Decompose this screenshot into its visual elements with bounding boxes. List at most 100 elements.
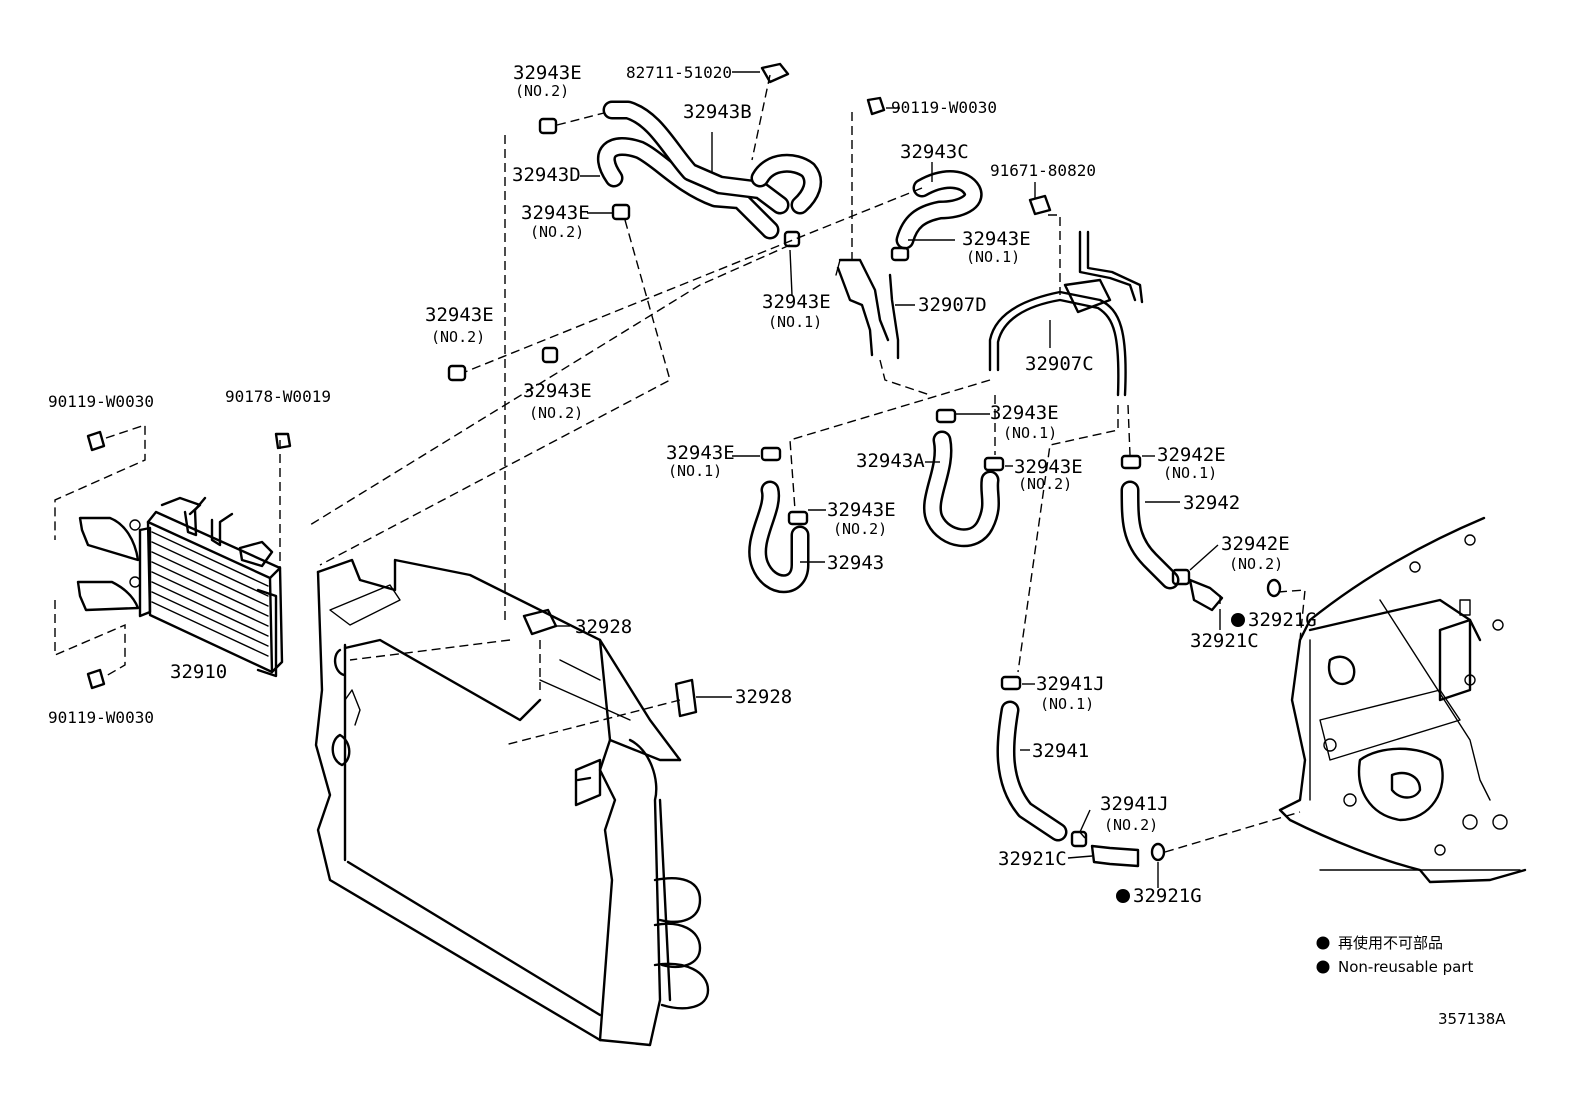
label-no1: (NO.1)	[966, 248, 1020, 266]
label-32943E-no2-e: 32943E	[425, 304, 494, 326]
label-no1: (NO.1)	[668, 462, 722, 480]
legend-dot-icon	[1316, 936, 1330, 950]
label-32942E-no2: 32942E	[1221, 533, 1290, 555]
non-reusable-dot-icon	[1231, 613, 1245, 627]
bolt-icon	[86, 668, 106, 690]
label-90119-W0030-top: 90119-W0030	[891, 98, 997, 117]
pipe-32907D	[835, 258, 900, 360]
clamp-icon	[787, 510, 809, 526]
bracket-icon	[674, 678, 698, 718]
clamp-icon	[538, 117, 558, 135]
clamp-icon	[760, 446, 782, 462]
legend-english: Non-reusable part	[1338, 958, 1473, 976]
label-32910: 32910	[170, 661, 227, 683]
radiator-assembly	[314, 558, 710, 1047]
legend-dot-icon	[1316, 960, 1330, 974]
leader-lines	[554, 71, 1221, 888]
hose-32943C	[895, 170, 983, 250]
label-32943C: 32943C	[900, 141, 969, 163]
bolt-icon	[1028, 194, 1052, 216]
label-32921G-lower: 32921G	[1133, 885, 1202, 907]
label-90178-W0019: 90178-W0019	[225, 387, 331, 406]
hose-32943D	[596, 137, 780, 240]
clamp-icon	[541, 346, 559, 364]
label-32943E-no1-c: 32943E	[962, 228, 1031, 250]
label-32943E-no1-d: 32943E	[762, 291, 831, 313]
hose-32943B	[602, 100, 822, 215]
label-no2: (NO.2)	[833, 520, 887, 538]
connection-lines	[54, 74, 1306, 853]
clamps	[447, 117, 1191, 848]
bracket-icon	[522, 608, 558, 636]
label-no2: (NO.2)	[431, 328, 485, 346]
clamp-icon	[890, 246, 910, 262]
clamp-icon	[1171, 568, 1191, 586]
transmission-case	[1278, 516, 1527, 884]
label-32941J-no2: 32941J	[1100, 793, 1169, 815]
fitting-icon	[1188, 578, 1224, 612]
label-32943E-no2-top: 32943E	[513, 62, 582, 84]
label-32943E-no2-i: 32943E	[1014, 456, 1083, 478]
clamp-icon	[1000, 675, 1022, 691]
clamp-icon	[1070, 830, 1088, 848]
clamp-icon	[1120, 454, 1142, 470]
label-32943E-no2-k: 32943E	[827, 499, 896, 521]
fasteners	[86, 62, 1282, 868]
fitting-icon	[1090, 844, 1140, 868]
hose-32942	[1120, 480, 1180, 590]
part-labels: 32943E (NO.2) 82711-51020 32943B 32943D …	[48, 62, 1317, 907]
label-no2: (NO.2)	[515, 82, 569, 100]
label-32943E-no2-clamp: 32943E	[521, 202, 590, 224]
label-32928-left: 32928	[575, 616, 632, 638]
label-32907D: 32907D	[918, 294, 987, 316]
clamp-icon	[447, 364, 467, 382]
label-32907C: 32907C	[1025, 353, 1094, 375]
legend: 再使用不可部品 Non-reusable part	[1316, 934, 1473, 976]
label-32943D: 32943D	[512, 164, 581, 186]
hose-32943	[748, 480, 810, 594]
hose-32943A	[922, 430, 1000, 548]
label-no2: (NO.2)	[1104, 816, 1158, 834]
label-no2: (NO.2)	[529, 404, 583, 422]
label-32921G-upper: 32921G	[1248, 609, 1317, 631]
label-no1: (NO.1)	[768, 313, 822, 331]
non-reusable-dot-icon	[1116, 889, 1130, 903]
clamp-icon	[983, 456, 1005, 472]
label-32943B: 32943B	[683, 101, 752, 123]
label-no2: (NO.2)	[530, 223, 584, 241]
legend-japanese: 再使用不可部品	[1338, 934, 1443, 952]
label-no1: (NO.1)	[1040, 695, 1094, 713]
label-32942: 32942	[1183, 492, 1240, 514]
label-90119-W0030-bottom: 90119-W0030	[48, 708, 154, 727]
label-82711-51020: 82711-51020	[626, 63, 732, 82]
gasket-icon	[1266, 578, 1282, 598]
bolt-icon	[866, 96, 886, 116]
oil-cooler	[76, 496, 284, 678]
label-32921C-lower: 32921C	[998, 848, 1067, 870]
label-32943E-no1-g: 32943E	[990, 402, 1059, 424]
clip-icon	[760, 62, 790, 84]
figure-number: 357138A	[1438, 1010, 1506, 1028]
label-no2: (NO.2)	[1229, 555, 1283, 573]
bolt-icon	[86, 430, 106, 452]
label-no2: (NO.2)	[1018, 475, 1072, 493]
clamp-icon	[611, 203, 631, 221]
label-32943E-no2-f: 32943E	[523, 380, 592, 402]
nut-icon	[274, 432, 292, 450]
label-32928-right: 32928	[735, 686, 792, 708]
hose-32941	[996, 700, 1068, 842]
clamp-icon	[783, 230, 801, 248]
clamp-icon	[935, 408, 957, 424]
gasket-icon	[1150, 842, 1166, 862]
label-32943A: 32943A	[856, 450, 925, 472]
pipe-32907C	[988, 230, 1144, 397]
label-91671-80820: 91671-80820	[990, 161, 1096, 180]
label-32942E-no1: 32942E	[1157, 444, 1226, 466]
label-32941J-no1: 32941J	[1036, 673, 1105, 695]
label-32943: 32943	[827, 552, 884, 574]
label-32941: 32941	[1032, 740, 1089, 762]
label-no1: (NO.1)	[1163, 464, 1217, 482]
label-no1: (NO.1)	[1003, 424, 1057, 442]
label-32921C-upper: 32921C	[1190, 630, 1259, 652]
